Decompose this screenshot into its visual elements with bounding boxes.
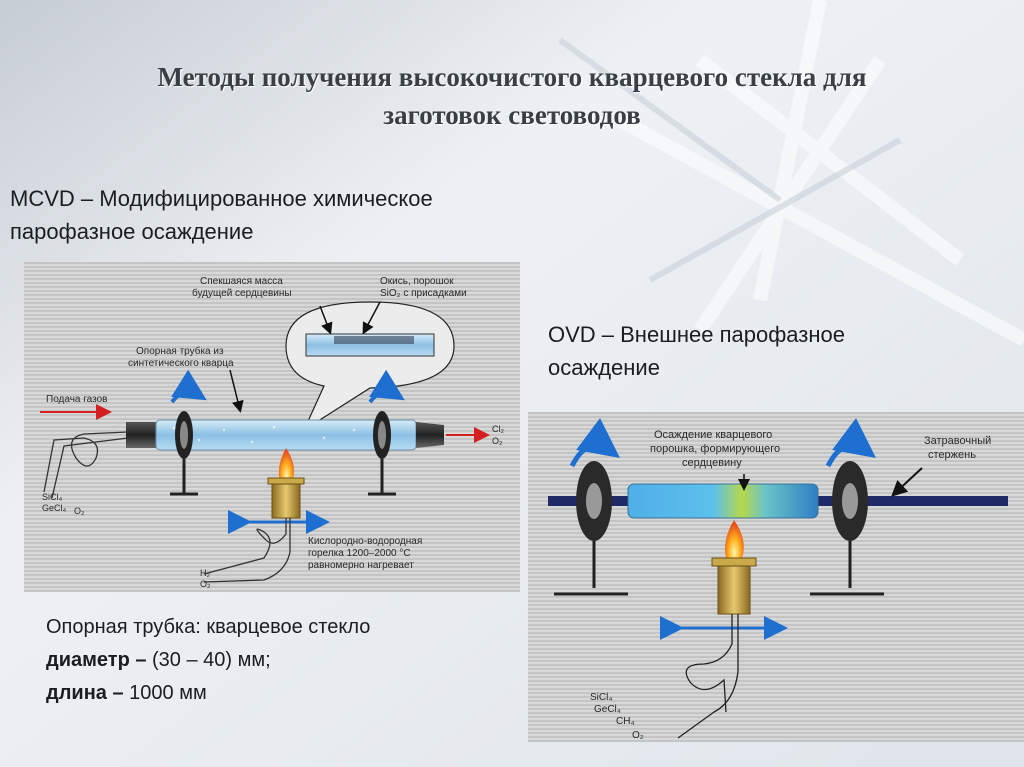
label-o2-burner: O₂ <box>200 579 211 589</box>
label-cl2: Cl₂ <box>492 424 504 434</box>
mcvd-heading: MCVD – Модифицированное химическое пароф… <box>10 182 610 248</box>
note-diameter-value: (30 – 40) мм; <box>152 649 271 671</box>
label-burner-2: горелка 1200–2000 °С <box>308 548 411 559</box>
mcvd-notes: Опорная трубка: кварцевое стекло диаметр… <box>46 611 526 710</box>
label-support-tube-2: синтетического кварца <box>128 358 234 369</box>
mcvd-burner <box>271 481 301 519</box>
label-ovd-gecl4: GeCl₄ <box>594 704 621 715</box>
mcvd-left-endcap <box>126 422 158 448</box>
note-length: длина – 1000 мм <box>46 677 526 710</box>
mcvd-right-endcap <box>416 422 444 448</box>
mcvd-heading-line-1: MCVD – Модифицированное химическое <box>10 186 433 211</box>
label-seed-2: стержень <box>928 449 976 461</box>
label-sicl4: SiCl₄ <box>42 492 63 502</box>
note-diameter: диаметр – (30 – 40) мм; <box>46 644 526 677</box>
note-length-value: 1000 мм <box>129 682 207 704</box>
label-h2: H₂ <box>200 568 210 578</box>
ovd-rotation-arrow-left <box>569 418 621 468</box>
ovd-flame <box>725 520 744 566</box>
label-seed-1: Затравочный <box>924 435 991 447</box>
slide-title: Методы получения высокочистого кварцевог… <box>40 58 984 134</box>
ovd-heading-line-2: осаждение <box>548 355 660 380</box>
ovd-preform <box>627 483 819 519</box>
ovd-diagram: Осаждение кварцевого порошка, формирующе… <box>528 412 1024 742</box>
label-gecl4: GeCl₄ <box>42 503 67 513</box>
label-oxide-1: Окись, порошок <box>380 276 454 287</box>
label-sintered-mass-2: будущей сердцевины <box>192 287 292 299</box>
label-sintered-mass-1: Спекшаяся масса <box>200 276 283 287</box>
title-line-2: заготовок световодов <box>383 100 641 130</box>
label-ovd-ch4: CH₄ <box>616 716 635 727</box>
label-gas-feed: Подача газов <box>46 394 107 405</box>
note-support-tube: Опорная трубка: кварцевое стекло <box>46 616 371 638</box>
label-deposit-3: сердцевину <box>682 457 742 469</box>
note-length-label: длина – <box>46 682 130 704</box>
ovd-rotation-arrow-right <box>825 418 877 468</box>
mcvd-diagram: Спекшаяся масса будущей сердцевины Окись… <box>24 262 520 592</box>
label-deposit-2: порошка, формирующего <box>650 443 780 455</box>
label-burner-3: равномерно нагревает <box>308 560 414 571</box>
mcvd-rotation-arrow-right <box>368 369 405 404</box>
ovd-burner <box>717 561 751 615</box>
label-o2-out: O₂ <box>492 436 503 446</box>
label-o2-in: O₂ <box>74 506 85 516</box>
ovd-heading-line-1: OVD – Внешнее парофазное <box>548 322 845 347</box>
note-diameter-label: диаметр – <box>46 649 153 671</box>
label-burner-1: Кислородно-водородная <box>308 536 422 547</box>
title-line-1: Методы получения высокочистого кварцевог… <box>157 62 867 92</box>
label-deposit-1: Осаждение кварцевого <box>654 429 772 441</box>
label-oxide-2: SiO₂ с присадками <box>380 288 467 299</box>
label-support-tube-1: Опорная трубка из <box>136 345 224 357</box>
label-ovd-o2: O₂ <box>632 730 644 741</box>
mcvd-heading-line-2: парофазное осаждение <box>10 219 254 244</box>
mcvd-rotation-arrow-left <box>170 369 207 404</box>
ovd-heading: OVD – Внешнее парофазное осаждение <box>548 318 1018 384</box>
label-ovd-sicl4: SiCl₄ <box>590 692 612 703</box>
